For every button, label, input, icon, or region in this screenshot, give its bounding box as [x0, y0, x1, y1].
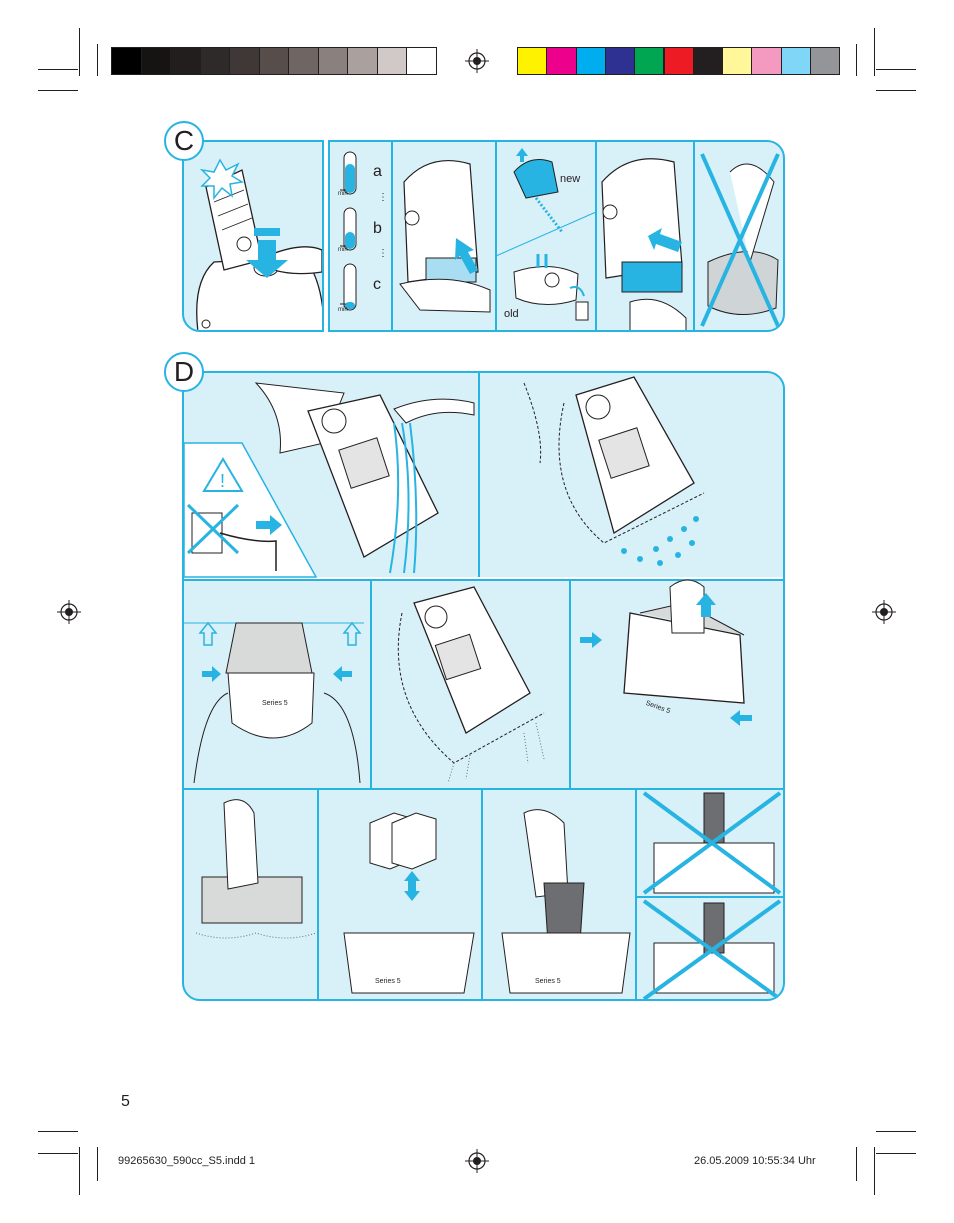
arrow-icon [510, 148, 528, 162]
section-d-panel: ! [182, 371, 785, 1001]
file-slug: 99265630_590cc_S5.indd 1 [118, 1155, 256, 1167]
vial-icon [340, 151, 357, 195]
arrow-icon [256, 515, 282, 535]
color-swatch [406, 47, 437, 75]
registration-mark-icon [465, 1149, 489, 1173]
vial-min-label: min [338, 191, 348, 197]
section-c-left-panel [182, 140, 324, 332]
svg-text:⋮: ⋮ [378, 248, 388, 259]
color-swatch [517, 47, 548, 75]
color-swatch [663, 47, 694, 75]
color-swatch [170, 47, 201, 75]
registration-mark-icon [465, 49, 489, 73]
color-swatch [810, 47, 841, 75]
color-swatch [780, 47, 811, 75]
color-swatch [288, 47, 319, 75]
arrow-icon [342, 621, 362, 646]
arrow-icon [202, 666, 221, 682]
color-swatch [692, 47, 724, 75]
series-label: Series 5 [262, 700, 288, 707]
date-slug: 26.05.2009 10:55:34 Uhr [694, 1155, 816, 1167]
color-swatch [722, 47, 753, 75]
arrow-icon [580, 632, 602, 648]
color-swatch [575, 47, 606, 75]
shaver-in-station-illustration [196, 158, 322, 330]
color-swatch [199, 47, 230, 75]
water-drop-icon [621, 516, 699, 566]
cleaning-steps-illustration: ! [184, 373, 783, 999]
registration-mark-icon [57, 600, 81, 624]
arrow-icon [730, 710, 752, 726]
color-swatch [347, 47, 378, 75]
cross-out-icon [642, 899, 782, 999]
vial-icon [340, 263, 357, 311]
cross-out-icon [186, 503, 240, 555]
color-swatch [376, 47, 407, 75]
page-number: 5 [121, 1093, 130, 1110]
arrow-icon [333, 666, 352, 682]
color-swatch [140, 47, 171, 75]
arrow-icon [648, 228, 682, 252]
cartridge-steps-illustration: ⋮ ⋮ [340, 142, 780, 330]
cross-out-icon [642, 791, 782, 895]
trash-icon [575, 301, 589, 321]
flash-icon [199, 158, 245, 201]
cartridge-new-label: new [560, 173, 581, 185]
arrow-icon [455, 238, 478, 274]
registration-mark-icon [872, 600, 896, 624]
section-c-right-panel: ⋮ ⋮ [328, 140, 785, 332]
arrow-icon [696, 593, 716, 617]
vial-label-a: a [373, 163, 382, 180]
series-label: Series 5 [375, 978, 401, 985]
cross-out-icon [700, 153, 780, 327]
section-d-badge: D [164, 352, 204, 392]
vial-label-c: c [373, 276, 381, 293]
arrow-icon [246, 228, 288, 278]
svg-text:!: ! [220, 471, 225, 491]
color-swatch [634, 47, 665, 75]
vial-icon [340, 207, 357, 251]
color-swatch [111, 47, 142, 75]
color-swatch [604, 47, 636, 75]
vial-min-label: min [338, 307, 348, 313]
warning-triangle-icon [202, 457, 244, 492]
arrow-icon [404, 871, 420, 901]
color-swatch [751, 47, 782, 75]
cartridge-old-label: old [504, 308, 519, 320]
color-swatch [317, 47, 348, 75]
vial-min-label: min [338, 247, 348, 253]
color-swatch [229, 47, 260, 75]
cutter-block-icon [391, 812, 437, 870]
color-swatch [258, 47, 289, 75]
arrow-icon [198, 621, 218, 646]
series-label: Series 5 [535, 978, 561, 985]
color-swatch [546, 47, 577, 75]
svg-text:⋮: ⋮ [378, 192, 388, 203]
section-c-badge: C [164, 121, 204, 161]
vial-label-b: b [373, 220, 382, 237]
